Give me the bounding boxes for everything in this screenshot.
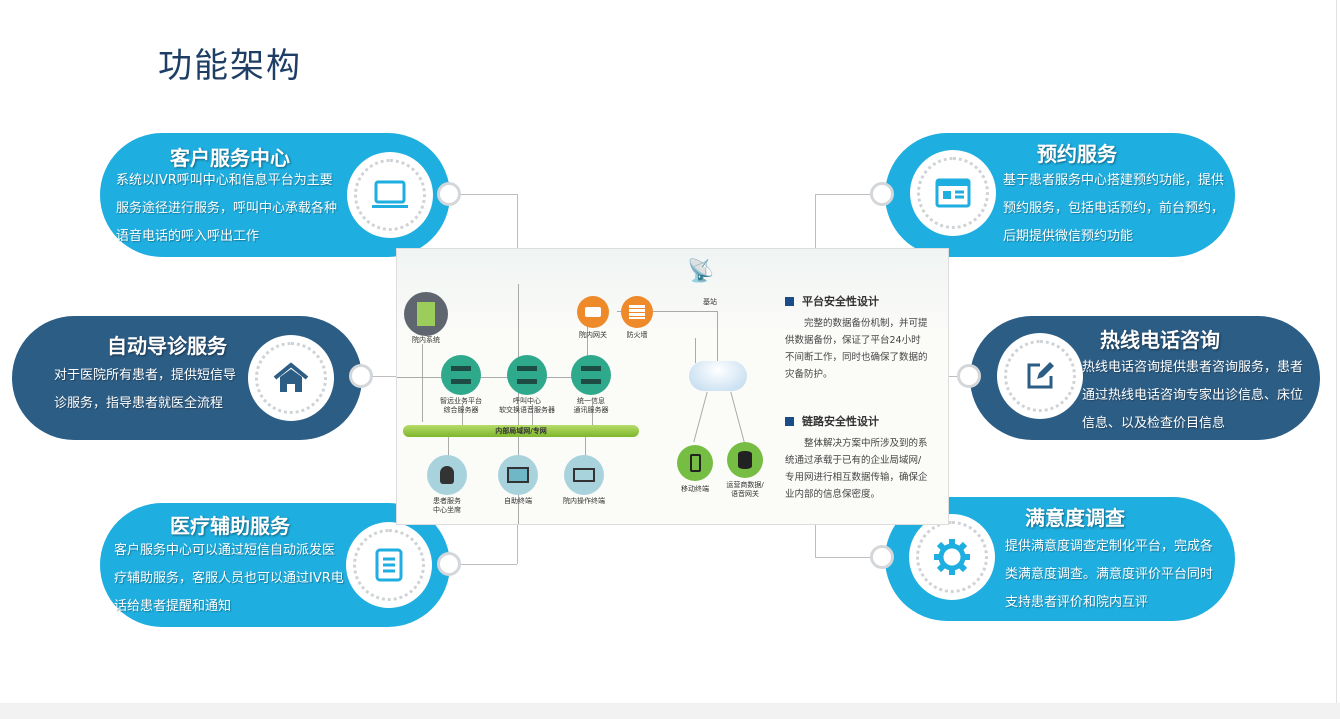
laptop-icon [347, 152, 433, 238]
browser-card-icon [910, 150, 996, 236]
firewall-icon [621, 296, 653, 328]
card-text: 热线电话咨询提供患者咨询服务，患者通过热线电话咨询专家出诊信息、床位信息、以及检… [1082, 360, 1304, 431]
agent-icon [427, 455, 467, 495]
monitor-icon [498, 455, 538, 495]
document-icon [346, 522, 432, 608]
footer-strip [0, 703, 1340, 719]
mobile-icon [677, 445, 713, 481]
hospital-system-icon [404, 292, 448, 336]
section-title: 链路安全性设计 [802, 415, 879, 428]
label: 院内网关 [579, 331, 607, 339]
gear-icon [909, 514, 995, 600]
card-appointment-service: 预约服务 基于患者服务中心搭建预约功能，提供预约服务，包括电话预约，前台预约，后… [885, 133, 1235, 257]
label: 内部局域网/专网 [495, 427, 547, 435]
section-text: 整体解决方案中所涉及到的系统通过承载于已有的企业局域网/专用网进行相互数据传输，… [785, 438, 928, 500]
card-text: 基于患者服务中心搭建预约功能，提供预约服务，包括电话预约，前台预约，后期提供微信… [1003, 173, 1225, 244]
label: 统一信息 通讯服务器 [573, 397, 609, 414]
connector [517, 194, 518, 248]
connector-knob [957, 364, 981, 388]
server-icon [441, 355, 481, 395]
gateway-icon [577, 296, 609, 328]
connector [815, 524, 816, 557]
label: 自助终端 [504, 497, 532, 505]
card-title: 热线电话咨询 [1100, 328, 1220, 352]
connector [517, 524, 518, 564]
card-title: 自动导诊服务 [107, 334, 227, 358]
label: 防火墙 [626, 331, 648, 339]
connector-knob [437, 182, 461, 206]
card-title: 客户服务中心 [170, 146, 290, 170]
connector-knob [437, 552, 461, 576]
connector [460, 564, 517, 565]
computers-icon [564, 455, 604, 495]
card-text: 提供满意度调查定制化平台，完成各类满意度调查。满意度评价平台同时支持患者评价和院… [1005, 539, 1214, 610]
section-text: 完整的数据备份机制，并可提供数据备份，保证了平台24小时不间断工作，同时也确保了… [785, 318, 928, 380]
card-hotline-consult: 热线电话咨询 热线电话咨询提供患者咨询服务，患者通过热线电话咨询专家出诊信息、床… [970, 316, 1320, 440]
label: 患者服务 中心坐席 [433, 497, 461, 514]
label: 智远业务平台 综合服务器 [440, 397, 482, 414]
label: 呼叫中心 软交换语音服务器 [499, 397, 555, 414]
network-architecture-diagram: 院内系统 智远业务平台 综合服务器 呼叫中心 软交换语音服务器 统一信息 通讯服… [396, 248, 949, 525]
card-text: 客户服务中心可以通过短信自动派发医疗辅助服务，客服人员也可以通过IVR电话给患者… [114, 543, 344, 614]
page-title: 功能架构 [158, 46, 302, 86]
card-title: 满意度调查 [1025, 506, 1125, 530]
platform-security-section: 平台安全性设计 完整的数据备份机制，并可提供数据备份，保证了平台24小时不间断工… [785, 293, 930, 383]
connector [815, 557, 871, 558]
connector-knob [870, 545, 894, 569]
label: 基站 [703, 298, 717, 306]
card-medical-assist-service: 医疗辅助服务 客户服务中心可以通过短信自动派发医疗辅助服务，客服人员也可以通过I… [100, 503, 450, 627]
connector-knob [870, 182, 894, 206]
label: 运营商数据/ 语音网关 [726, 481, 764, 498]
label: 院内系统 [412, 336, 440, 344]
bullet-square-icon [785, 416, 794, 426]
card-customer-service-center: 客户服务中心 系统以IVR呼叫中心和信息平台为主要服务途径进行服务，呼叫中心承载… [100, 133, 450, 257]
label: 移动终端 [681, 485, 709, 493]
satellite-dish-icon: 📡 [687, 259, 715, 284]
card-text: 系统以IVR呼叫中心和信息平台为主要服务途径进行服务，呼叫中心承载各种语音电话的… [116, 173, 338, 244]
section-title: 平台安全性设计 [802, 295, 879, 308]
cloud-icon [689, 361, 747, 391]
edit-icon [997, 333, 1083, 419]
bullet-square-icon [785, 296, 794, 306]
connector [460, 194, 517, 195]
card-title: 医疗辅助服务 [170, 514, 290, 538]
page-edge [1336, 0, 1337, 703]
lan-bar [403, 425, 639, 437]
connector [372, 376, 396, 377]
connector-knob [349, 364, 373, 388]
database-icon [727, 442, 763, 478]
connector [815, 194, 816, 248]
card-title: 预约服务 [1037, 142, 1117, 166]
server-icon [571, 355, 611, 395]
link-security-section: 链路安全性设计 整体解决方案中所涉及到的系统通过承载于已有的企业局域网/专用网进… [785, 413, 930, 503]
label: 院内操作终端 [563, 497, 605, 505]
card-auto-guide-service: 自动导诊服务 对于医院所有患者，提供短信导诊服务，指导患者就医全流程 [12, 316, 362, 440]
card-text: 对于医院所有患者，提供短信导诊服务，指导患者就医全流程 [54, 368, 237, 411]
connector [815, 194, 871, 195]
server-icon [507, 355, 547, 395]
home-icon [248, 335, 334, 421]
